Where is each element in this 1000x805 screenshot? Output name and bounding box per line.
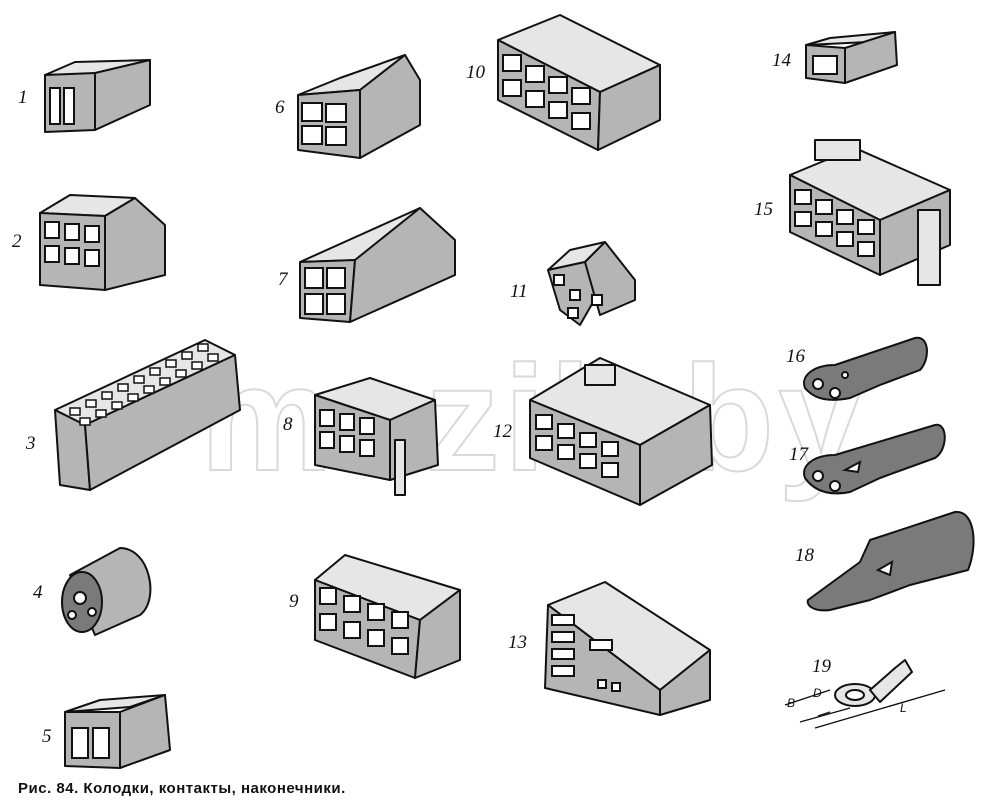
connector-block-6 bbox=[297, 54, 421, 159]
item-label-6: 6 bbox=[275, 97, 285, 118]
item-label-11: 11 bbox=[510, 281, 528, 302]
item-label-19: 19 bbox=[812, 656, 832, 677]
item-label-2: 2 bbox=[12, 231, 22, 252]
item-label-3: 3 bbox=[25, 433, 36, 454]
item-label-15: 15 bbox=[754, 199, 773, 220]
item-label-9: 9 bbox=[289, 591, 299, 612]
connector-plug-4 bbox=[61, 547, 152, 636]
terminal-19 bbox=[784, 659, 946, 729]
connector-block-12 bbox=[529, 357, 713, 506]
connector-block-1 bbox=[44, 59, 151, 133]
connector-block-14 bbox=[805, 31, 898, 84]
terminal-18 bbox=[806, 510, 975, 612]
connector-block-15 bbox=[789, 139, 951, 286]
connector-block-9 bbox=[314, 554, 461, 679]
dimension-label-b: B bbox=[787, 696, 795, 710]
connector-block-5 bbox=[64, 694, 171, 769]
connector-block-8 bbox=[314, 377, 439, 496]
connector-block-10 bbox=[497, 14, 661, 151]
dimension-label-d: D bbox=[813, 686, 822, 700]
item-label-13: 13 bbox=[508, 632, 527, 653]
terminal-17 bbox=[803, 423, 946, 495]
item-labels: 1 2 3 4 5 6 7 8 9 10 11 12 13 14 15 16 1… bbox=[12, 50, 832, 747]
connector-block-13 bbox=[544, 581, 711, 716]
item-label-1: 1 bbox=[18, 87, 28, 108]
figure-caption: Рис. 84. Колодки, контакты, наконечники. bbox=[18, 780, 346, 797]
item-label-12: 12 bbox=[493, 421, 513, 442]
connector-block-7 bbox=[299, 207, 456, 323]
item-label-10: 10 bbox=[466, 62, 486, 83]
item-label-17: 17 bbox=[789, 444, 810, 465]
connector-block-11 bbox=[547, 241, 636, 326]
connector-block-3 bbox=[54, 339, 241, 491]
connector-block-2 bbox=[39, 194, 166, 291]
item-label-4: 4 bbox=[33, 582, 43, 603]
dimension-label-l: L bbox=[900, 701, 907, 715]
item-label-18: 18 bbox=[795, 545, 815, 566]
item-label-8: 8 bbox=[283, 414, 293, 435]
item-label-7: 7 bbox=[278, 269, 289, 290]
item-label-16: 16 bbox=[786, 346, 806, 367]
item-label-14: 14 bbox=[772, 50, 792, 71]
item-label-5: 5 bbox=[42, 726, 52, 747]
terminal-16 bbox=[803, 336, 928, 401]
